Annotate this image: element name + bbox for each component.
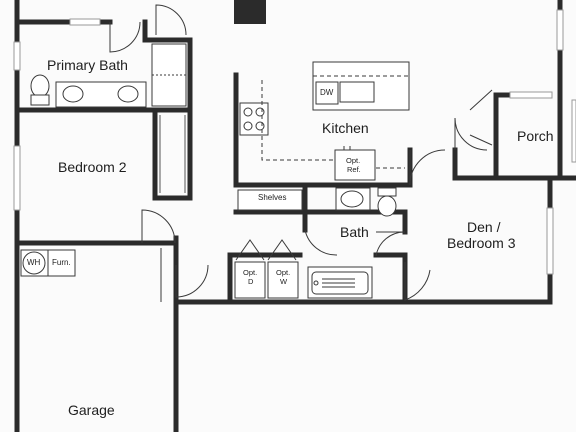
room-label-primary-bath: Primary Bath — [47, 57, 128, 73]
label-opt-ref-1: Opt. — [346, 156, 361, 165]
label-opt-w-2: W — [280, 277, 288, 286]
label-water-heater: WH — [27, 258, 41, 267]
label-dishwasher: DW — [320, 88, 334, 97]
room-label-garage: Garage — [68, 402, 115, 418]
windows — [13, 9, 576, 275]
closet-rods — [159, 115, 186, 193]
room-label-porch: Porch — [517, 128, 554, 144]
bath-fixtures — [237, 187, 397, 299]
kitchen-fixtures — [239, 61, 410, 181]
label-opt-ref-2: Ref. — [347, 165, 361, 174]
laundry-fixtures — [234, 261, 299, 299]
room-label-kitchen: Kitchen — [322, 120, 369, 136]
label-furnace: Furn. — [52, 258, 71, 267]
entry-column — [234, 0, 266, 24]
primary-bath-fixtures — [30, 43, 187, 108]
room-label-bedroom-2: Bedroom 2 — [58, 159, 127, 175]
label-opt-w-1: Opt. — [276, 268, 291, 277]
label-opt-d-2: D — [248, 277, 254, 286]
room-label-bath: Bath — [340, 224, 369, 240]
utility-fixtures — [20, 248, 162, 302]
room-label-den-line1: Den / — [467, 219, 501, 235]
door-swings — [109, 4, 493, 301]
room-label-den-line2: Bedroom 3 — [447, 235, 516, 251]
label-opt-d-1: Opt. — [243, 268, 258, 277]
label-shelves: Shelves — [258, 193, 287, 202]
